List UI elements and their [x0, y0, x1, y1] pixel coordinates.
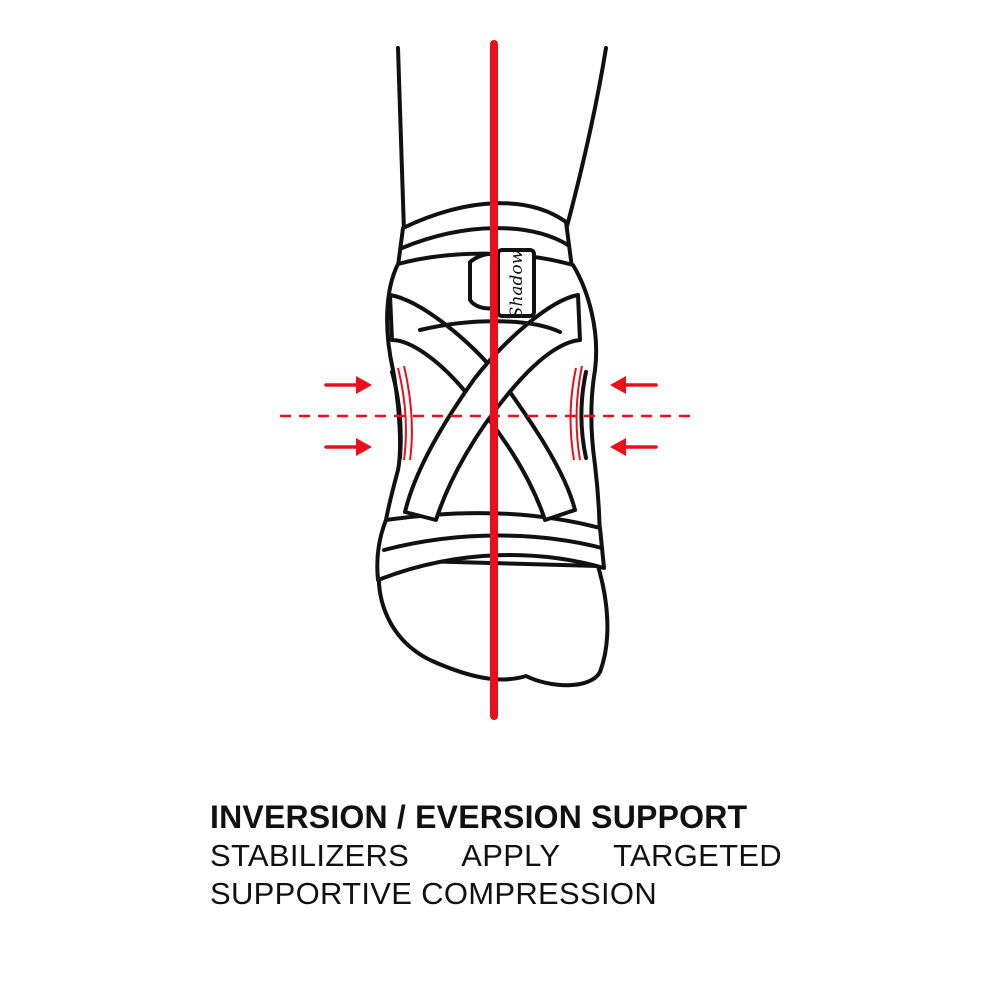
brand-logo-text: Shadow — [507, 249, 527, 318]
stabilizer-highlights — [397, 365, 583, 461]
ankle-brace-illustration: Shadow — [280, 40, 698, 720]
caption-body: STABILIZERS APPLY TARGETED SUPPORTIVE CO… — [210, 838, 782, 911]
compression-arrow-icon — [610, 438, 658, 456]
compression-arrow-icon — [324, 376, 372, 394]
leg-outline-icon — [396, 46, 608, 234]
compression-arrows — [324, 376, 658, 456]
compression-arrow-icon — [610, 376, 658, 394]
caption: INVERSION / EVERSION SUPPORT STABILIZERS… — [210, 797, 782, 913]
caption-title: INVERSION / EVERSION SUPPORT — [210, 799, 748, 835]
compression-arrow-icon — [324, 438, 372, 456]
